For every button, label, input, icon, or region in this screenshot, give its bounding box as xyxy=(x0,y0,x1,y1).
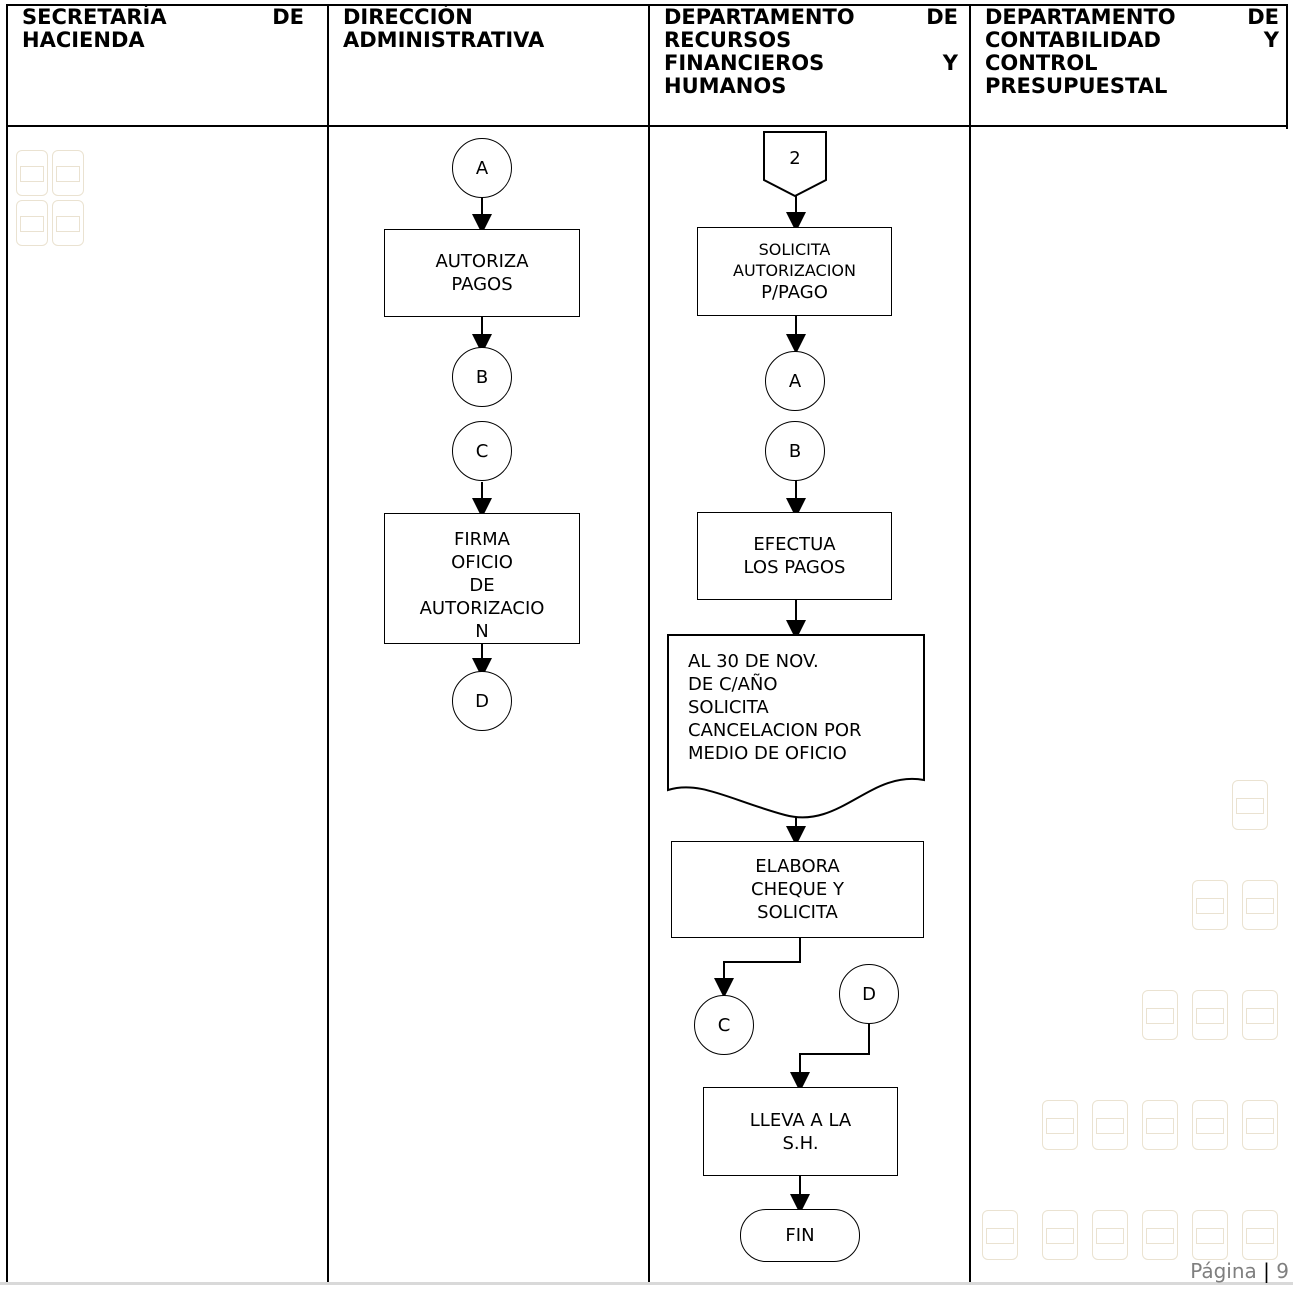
process-solicita-autorizacion: SOLICITA AUTORIZACION P/PAGO xyxy=(697,227,892,316)
page-number: 9 xyxy=(1276,1259,1289,1283)
connector-b: B xyxy=(452,347,512,407)
lane-divider xyxy=(6,4,8,1284)
process-text: S.H. xyxy=(782,1132,819,1154)
lane-divider xyxy=(1286,4,1288,129)
connector-d-recursos: D xyxy=(839,964,899,1024)
column-header-direccion: DIRECCIÓN ADMINISTRATIVA xyxy=(343,6,633,52)
connector-label: A xyxy=(475,157,489,179)
lane-divider xyxy=(969,4,971,1284)
document-text: DE C/AÑO xyxy=(688,674,778,695)
header-word: DEPARTAMENTO xyxy=(985,5,1176,29)
process-text: OFICIO xyxy=(451,552,513,573)
header-word: FINANCIEROS xyxy=(664,51,825,75)
process-firma-oficio: FIRMA OFICIO DE AUTORIZACIO N xyxy=(384,513,580,644)
header-word: DE xyxy=(272,5,304,29)
header-word: HUMANOS xyxy=(664,74,787,98)
page-footer: Página | 9 xyxy=(1190,1259,1289,1283)
lane-divider xyxy=(327,4,329,1284)
header-word: CONTROL xyxy=(985,51,1098,75)
connector-label: B xyxy=(475,366,489,388)
process-lleva-sh: LLEVA A LA S.H. xyxy=(703,1087,898,1176)
arrow-d-to-lleva xyxy=(790,1024,870,1092)
connector-a-recursos: A xyxy=(765,351,825,411)
connector-label: D xyxy=(862,983,876,1005)
header-bottom-border xyxy=(6,125,1288,127)
process-text: LLEVA A LA xyxy=(749,1109,852,1131)
document-text: MEDIO DE OFICIO xyxy=(688,743,847,764)
process-text: EFECTUA xyxy=(753,534,836,555)
connector-label: A xyxy=(788,370,802,392)
header-word: DIRECCIÓN xyxy=(343,5,473,29)
process-text: AUTORIZACION xyxy=(733,261,856,280)
header-word: PRESUPUESTAL xyxy=(985,74,1168,98)
process-elabora-cheque: ELABORA CHEQUE Y SOLICITA xyxy=(671,841,924,938)
terminal-fin: FIN xyxy=(740,1209,860,1262)
header-word: HACIENDA xyxy=(22,28,145,52)
offpage-connector-2: 2 xyxy=(764,140,826,176)
connector-b-recursos: B xyxy=(765,421,825,481)
process-text: N xyxy=(475,621,489,642)
header-word: DE xyxy=(926,5,958,29)
header-word: ADMINISTRATIVA xyxy=(343,28,545,52)
process-text: P/PAGO xyxy=(761,282,828,303)
header-word: DEPARTAMENTO xyxy=(664,5,855,29)
process-efectua-pagos: EFECTUA LOS PAGOS xyxy=(697,512,892,600)
column-header-secretaria: SECRETARÍA DE HACIENDA xyxy=(22,6,304,52)
footer-rule xyxy=(0,1282,1293,1285)
process-text: DE xyxy=(469,575,495,596)
document-text: AL 30 DE NOV. xyxy=(688,651,819,672)
column-header-recursos: DEPARTAMENTO DE RECURSOS FINANCIEROS Y HUM… xyxy=(664,6,958,98)
document-solicita-cancelacion: AL 30 DE NOV. DE C/AÑO SOLICITA CANCELAC… xyxy=(688,650,918,765)
connector-c: C xyxy=(452,421,512,481)
table-top-border xyxy=(6,4,1288,6)
page-label: Página xyxy=(1190,1259,1257,1283)
process-autoriza-pagos: AUTORIZA PAGOS xyxy=(384,229,580,317)
header-word: SECRETARÍA xyxy=(22,5,167,29)
process-text: LOS PAGOS xyxy=(743,557,846,578)
connector-label: C xyxy=(717,1014,731,1036)
terminal-text: FIN xyxy=(785,1225,815,1246)
process-text: ELABORA xyxy=(755,856,840,877)
column-header-contabilidad: DEPARTAMENTO DE CONTABILIDAD Y CONTROL PRE… xyxy=(985,6,1279,98)
connector-label: C xyxy=(475,440,489,462)
process-text: AUTORIZA xyxy=(435,251,529,272)
process-text: SOLICITA xyxy=(757,902,838,923)
process-text: SOLICITA xyxy=(758,240,831,259)
header-word: CONTABILIDAD xyxy=(985,28,1161,52)
process-text: PAGOS xyxy=(451,274,513,295)
header-word: RECURSOS xyxy=(664,28,792,52)
connector-d: D xyxy=(452,671,512,731)
connector-c-recursos: C xyxy=(694,995,754,1055)
connector-label: D xyxy=(475,690,489,712)
process-text: FIRMA xyxy=(453,529,510,550)
lane-divider xyxy=(648,4,650,1284)
connector-label: 2 xyxy=(789,147,801,169)
arrow-elabora-to-c xyxy=(714,938,801,998)
process-text: CHEQUE Y xyxy=(751,879,844,900)
page-separator: | xyxy=(1263,1259,1270,1283)
header-word: Y xyxy=(1263,28,1279,52)
connector-label: B xyxy=(788,440,802,462)
connector-a: A xyxy=(452,138,512,198)
process-text: AUTORIZACIO xyxy=(419,598,545,619)
document-text: CANCELACION POR xyxy=(688,720,862,741)
document-text: SOLICITA xyxy=(688,697,769,718)
header-word: DE xyxy=(1247,5,1279,29)
header-word: Y xyxy=(942,51,958,75)
